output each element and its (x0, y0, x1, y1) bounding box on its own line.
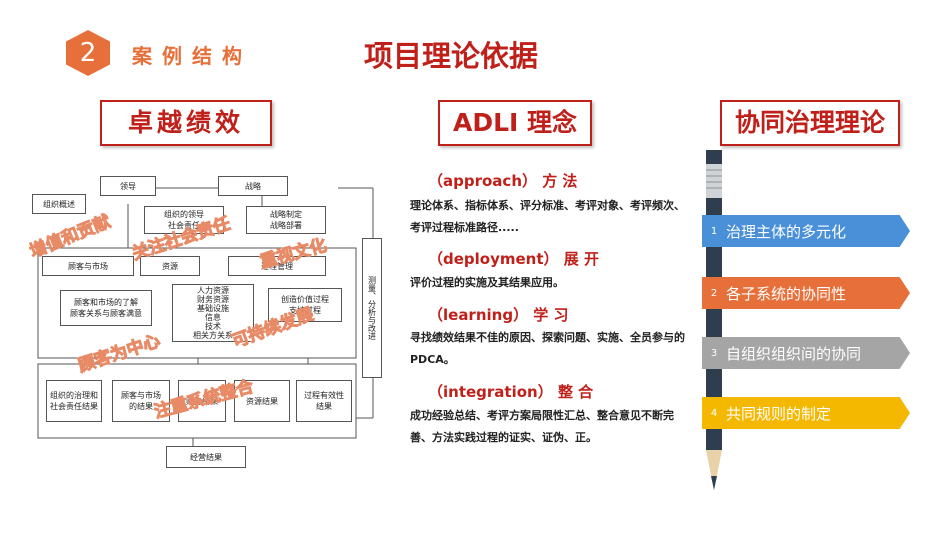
collab-number-4: 4 (710, 407, 718, 419)
diagram-org-leadership: 组织的领导 社会责任 (144, 206, 224, 234)
column-title-right: 协同治理理论 (720, 100, 900, 146)
adli-learning-heading: （learning） 学 习 (428, 306, 569, 324)
adli-integration-text: 成功经验总结、考评方案局限性汇总、整合意见不断完善、方法实践过程的证实、证伪、正… (410, 409, 674, 444)
diagram-result-customer: 顾客与市场 的结果 (112, 380, 170, 422)
collab-text-4: 共同规则的制定 (726, 404, 832, 423)
adli-learning-text: 寻找绩效结果不佳的原因、探索问题、实施、全员参与的PDCA。 (410, 331, 685, 366)
collab-text-3: 自组织组织间的协同 (726, 344, 862, 363)
collab-number-2: 2 (710, 287, 718, 299)
pencil-graphic (706, 150, 722, 490)
page-title: 项目理论依据 (364, 39, 539, 73)
diagram-resources: 资源 (140, 256, 200, 276)
diagram-resource-list: 人力资源 财务资源 基础设施 信息 技术 相关方关系 (172, 284, 254, 342)
section-number-badge: 2 (66, 30, 110, 76)
collab-number-3: 3 (710, 347, 718, 359)
diagram-measurement: 测量、分析与改进 (362, 238, 382, 378)
diagram-process-management: 过程管理 (228, 256, 326, 276)
diagram-result-governance: 组织的治理和 社会责任结果 (46, 380, 102, 422)
collab-text-2: 各子系统的协同性 (726, 284, 847, 303)
adli-approach-text: 理论体系、指标体系、评分标准、考评对象、考评频次、考评过程标准路径..... (410, 199, 685, 234)
diagram-strategy: 战略 (218, 176, 288, 196)
collab-item-4: 4 共同规则的制定 (702, 397, 910, 429)
collab-item-3: 3 自组织组织间的协同 (702, 337, 910, 369)
collab-number-1: 1 (710, 225, 718, 237)
column-title-left: 卓越绩效 (100, 100, 272, 146)
diagram-leadership: 领导 (100, 176, 156, 196)
adli-deployment-text: 评价过程的实施及其结果应用。 (410, 276, 564, 289)
excellence-diagram: 领导 战略 组织概述 组织的领导 社会责任 战略制定 战略部署 顾客与市场 资源… (27, 168, 388, 478)
diagram-customer-relations: 顾客和市场的了解 顾客关系与顾客满意 (60, 290, 152, 326)
diagram-result-finance: 财务结果 (178, 380, 226, 422)
collab-text-1: 治理主体的多元化 (726, 222, 847, 241)
section-label: 案例结构 (132, 44, 252, 68)
diagram-org-overview: 组织概述 (32, 194, 86, 214)
adli-approach-heading: （approach） 方 法 (428, 172, 578, 190)
diagram-value-process: 创造价值过程 支持过程 (268, 288, 342, 322)
diagram-result-process: 过程有效性 结果 (296, 380, 352, 422)
adli-deployment-heading: （deployment） 展 开 (428, 250, 599, 268)
collab-item-1: 1 治理主体的多元化 (702, 215, 910, 247)
diagram-connectors (37, 187, 374, 446)
diagram-result-resources: 资源结果 (234, 380, 290, 422)
diagram-strategy-making: 战略制定 战略部署 (246, 206, 326, 234)
diagram-customer-market: 顾客与市场 (42, 256, 134, 276)
adli-integration-heading: （integration） 整 合 (428, 383, 594, 401)
column-title-middle: ADLI 理念 (438, 100, 592, 146)
diagram-operating-results: 经营结果 (166, 446, 246, 468)
collab-item-2: 2 各子系统的协同性 (702, 277, 910, 309)
